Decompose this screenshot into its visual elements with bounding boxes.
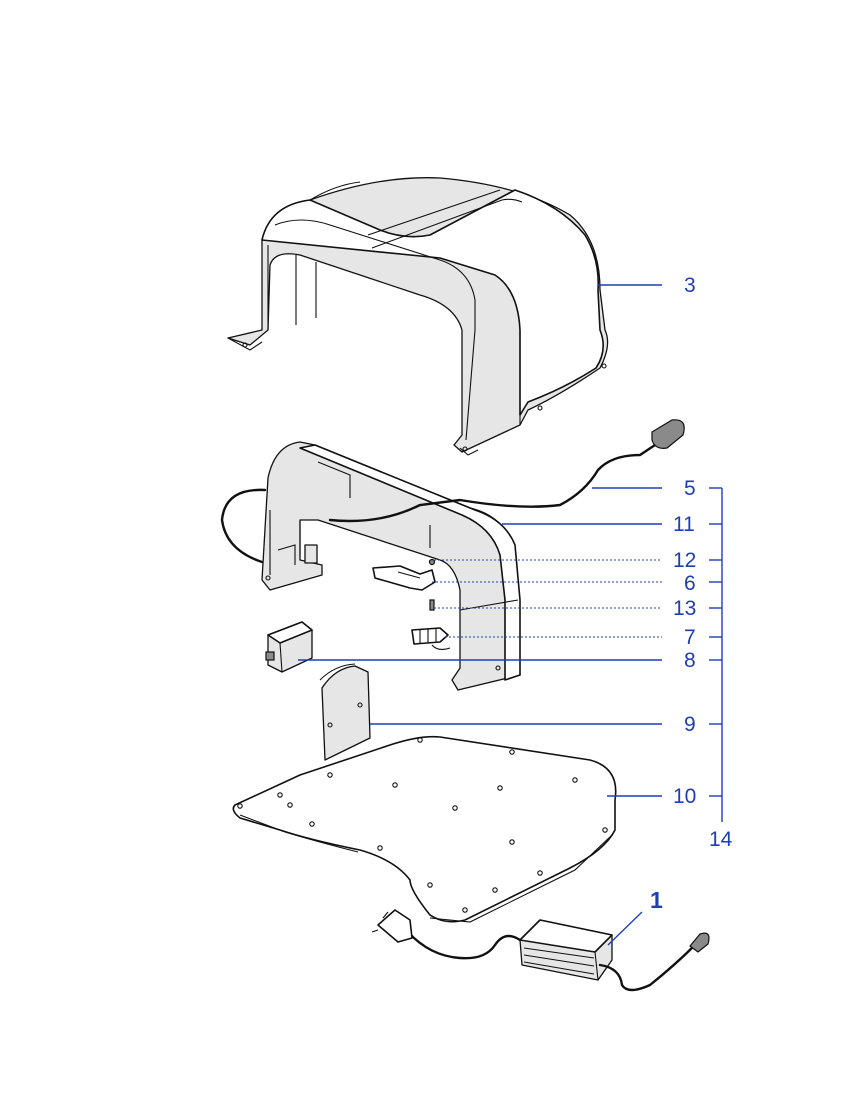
charging-station-frame — [220, 419, 685, 691]
garage-cover — [227, 177, 609, 456]
callout-10: 10 — [673, 785, 696, 808]
callout-8: 8 — [684, 649, 696, 672]
callout-5: 5 — [684, 477, 696, 500]
screw — [429, 599, 435, 611]
contact-terminals — [411, 627, 451, 651]
plate-holes — [237, 737, 608, 913]
contact-bracket — [372, 558, 436, 591]
callout-labels: 3 5 11 12 6 13 7 8 9 10 14 1 — [650, 274, 733, 913]
callout-11: 11 — [673, 513, 695, 536]
control-box — [265, 621, 313, 673]
base-plate — [232, 735, 617, 923]
callout-9: 9 — [684, 713, 696, 736]
circuit-board — [319, 663, 371, 761]
callout-6: 6 — [684, 572, 696, 595]
callout-13: 13 — [673, 597, 696, 620]
power-supply — [371, 909, 710, 992]
callout-12: 12 — [673, 549, 696, 572]
leader-lines — [298, 284, 723, 946]
callout-7: 7 — [684, 626, 696, 649]
callout-3: 3 — [684, 274, 696, 297]
callout-1: 1 — [650, 887, 663, 913]
callout-14: 14 — [709, 828, 733, 851]
